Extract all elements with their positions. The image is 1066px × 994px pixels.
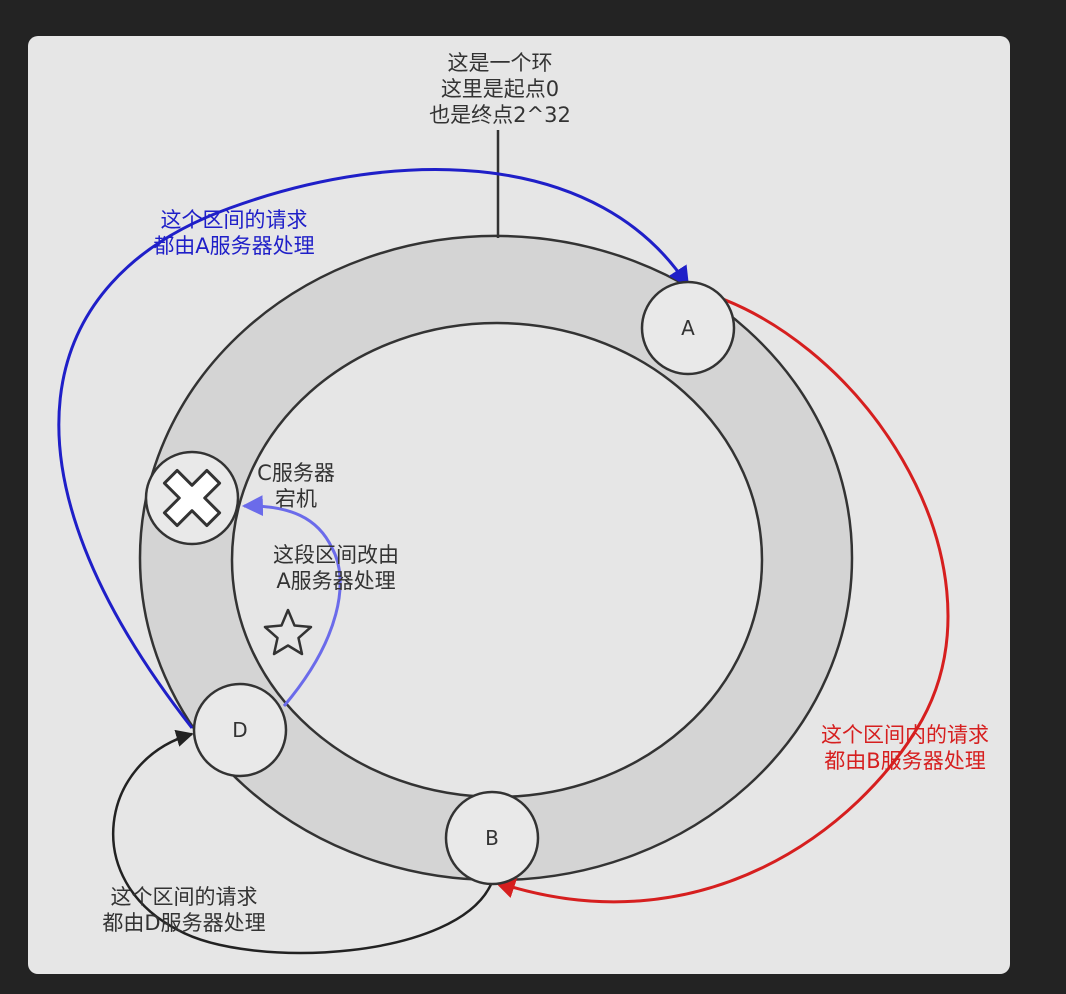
dark-note-line-1: 这个区间的请求 — [110, 885, 258, 909]
reassign-note-line-2: A服务器处理 — [276, 569, 396, 593]
x-cross-icon — [162, 468, 222, 528]
star-icon — [263, 608, 313, 656]
node-b[interactable]: B — [444, 790, 540, 886]
blue-note-line-2: 都由A服务器处理 — [153, 234, 315, 258]
node-c-failed[interactable] — [144, 450, 240, 546]
node-a-label: A — [681, 316, 695, 340]
node-d-label: D — [232, 718, 247, 742]
dark-range-note: 这个区间的请求 都由D服务器处理 — [74, 884, 294, 936]
dark-note-line-2: 都由D服务器处理 — [102, 911, 266, 935]
hash-ring — [138, 234, 854, 882]
top-note-line-2: 这里是起点0 — [440, 77, 560, 101]
blue-range-arrow — [57, 168, 690, 729]
top-note-line-3: 也是终点2^32 — [429, 103, 571, 127]
reassign-arrow — [241, 495, 342, 707]
blue-range-note: 这个区间的请求 都由A服务器处理 — [124, 207, 344, 259]
node-d[interactable]: D — [192, 682, 288, 778]
red-range-arrow — [494, 286, 950, 904]
red-range-note: 这个区间内的请求 都由B服务器处理 — [800, 722, 1010, 774]
reassign-note: 这段区间改由 A服务器处理 — [246, 542, 426, 594]
red-note-line-1: 这个区间内的请求 — [821, 723, 989, 747]
dark-range-arrow — [112, 729, 494, 955]
failed-note-line-1: C服务器 — [257, 461, 335, 485]
failed-node-note: C服务器 宕机 — [236, 460, 356, 512]
node-a[interactable]: A — [640, 280, 736, 376]
node-b-label: B — [485, 826, 499, 850]
failed-note-line-2: 宕机 — [275, 487, 317, 511]
top-note-line-1: 这是一个环 — [447, 51, 553, 75]
top-note: 这是一个环 这里是起点0 也是终点2^32 — [400, 50, 600, 128]
red-note-line-2: 都由B服务器处理 — [824, 749, 986, 773]
reassign-note-line-1: 这段区间改由 — [273, 543, 399, 567]
blue-note-line-1: 这个区间的请求 — [160, 208, 308, 232]
